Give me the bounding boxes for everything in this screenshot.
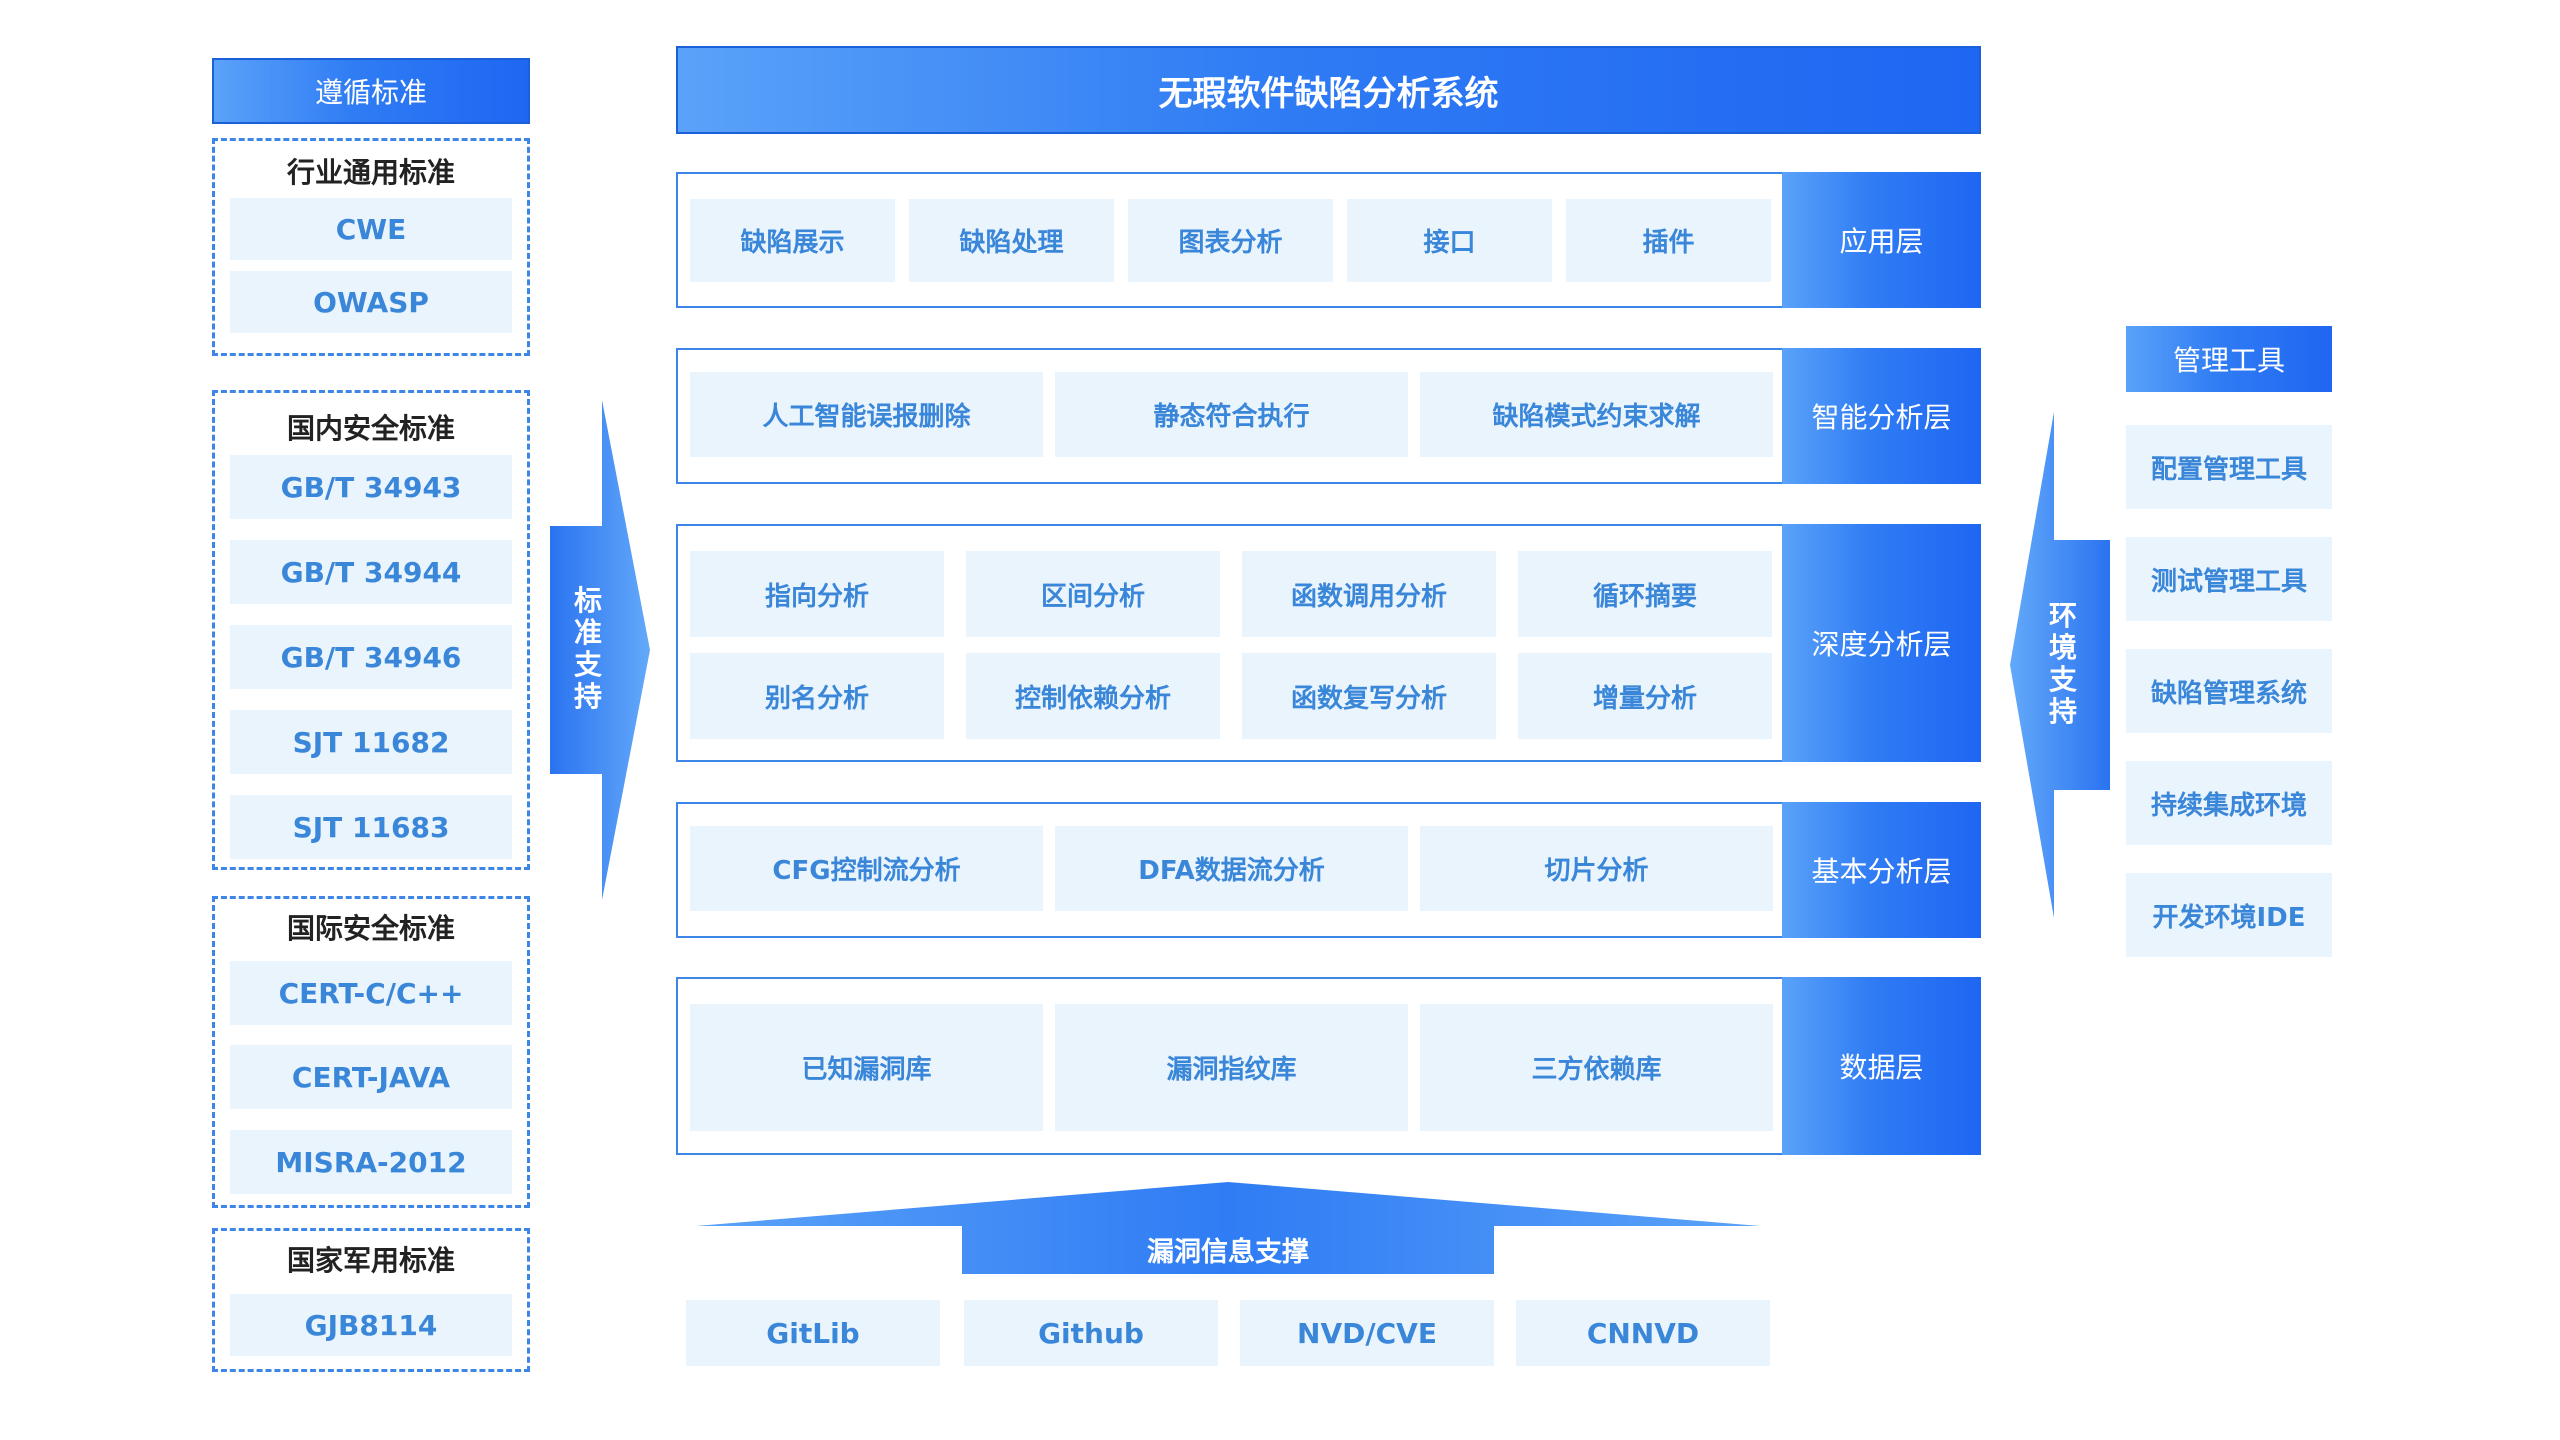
standards-header-label: 遵循标准 <box>314 76 427 109</box>
layer-intelligent-analysis: 人工智能误报删除 静态符合执行 缺陷模式约束求解 智能分析层 <box>676 348 1981 484</box>
arrow-char: 支 <box>2048 663 2077 696</box>
management-tools-header: 管理工具 <box>2126 326 2332 392</box>
layer-item: 三方依赖库 <box>1420 1004 1773 1131</box>
layer-item: 缺陷处理 <box>909 199 1114 282</box>
standard-support-label: 标 准 支 持 <box>563 585 613 713</box>
standard-item-gbt34943: GB/T 34943 <box>230 455 512 519</box>
standard-group-industry: 行业通用标准 CWE OWASP <box>212 138 530 356</box>
tool-config-management: 配置管理工具 <box>2126 425 2332 509</box>
layer-item: 插件 <box>1566 199 1771 282</box>
standard-group-domestic: 国内安全标准 GB/T 34943 GB/T 34944 GB/T 34946 … <box>212 390 530 870</box>
layer-item: 接口 <box>1347 199 1552 282</box>
standard-item-gbt34946: GB/T 34946 <box>230 625 512 689</box>
layer-item: 增量分析 <box>1518 653 1772 739</box>
layer-data: 已知漏洞库 漏洞指纹库 三方依赖库 数据层 <box>676 977 1981 1155</box>
environment-support-label: 环 境 支 持 <box>2038 600 2088 728</box>
arrow-char: 境 <box>2048 631 2077 664</box>
layer-item: 切片分析 <box>1420 826 1773 911</box>
source-nvd-cve: NVD/CVE <box>1240 1300 1494 1366</box>
tool-test-management: 测试管理工具 <box>2126 537 2332 621</box>
system-title-banner: 无瑕软件缺陷分析系统 <box>676 46 1981 134</box>
standard-item-gbt34944: GB/T 34944 <box>230 540 512 604</box>
standard-group-international: 国际安全标准 CERT-C/C++ CERT-JAVA MISRA-2012 <box>212 896 530 1208</box>
layer-label: 数据层 <box>1782 977 1981 1155</box>
layer-basic-analysis: CFG控制流分析 DFA数据流分析 切片分析 基本分析层 <box>676 802 1981 938</box>
page-title: 无瑕软件缺陷分析系统 <box>1158 73 1499 114</box>
layer-item: 区间分析 <box>966 551 1220 637</box>
source-cnnvd: CNNVD <box>1516 1300 1770 1366</box>
layer-item: 图表分析 <box>1128 199 1333 282</box>
source-gitlib: GitLib <box>686 1300 940 1366</box>
layer-deep-analysis: 指向分析 区间分析 函数调用分析 循环摘要 别名分析 控制依赖分析 函数复写分析… <box>676 524 1981 762</box>
standard-item-misra: MISRA-2012 <box>230 1130 512 1194</box>
layer-item: 静态符合执行 <box>1055 372 1408 457</box>
layer-item: DFA数据流分析 <box>1055 826 1408 911</box>
arrow-char: 标 <box>573 584 602 617</box>
tool-continuous-integration: 持续集成环境 <box>2126 761 2332 845</box>
standard-item-cert-java: CERT-JAVA <box>230 1045 512 1109</box>
vulnerability-support-label: 漏洞信息支撑 <box>1147 1236 1309 1268</box>
group-title: 国家军用标准 <box>286 1244 455 1277</box>
arrow-char: 持 <box>573 680 602 713</box>
standard-item-gjb8114: GJB8114 <box>230 1294 512 1356</box>
standard-item-cert-c: CERT-C/C++ <box>230 961 512 1025</box>
layer-item: 函数调用分析 <box>1242 551 1496 637</box>
tool-dev-ide: 开发环境IDE <box>2126 873 2332 957</box>
arrow-char: 准 <box>573 616 602 649</box>
layer-application: 缺陷展示 缺陷处理 图表分析 接口 插件 应用层 <box>676 172 1981 308</box>
vulnerability-support-arrow <box>696 1182 1760 1274</box>
arrow-char: 持 <box>2048 695 2077 728</box>
layer-item: 缺陷展示 <box>690 199 895 282</box>
standard-item-cwe: CWE <box>230 198 512 260</box>
group-title: 行业通用标准 <box>286 156 455 189</box>
layer-item: 已知漏洞库 <box>690 1004 1043 1131</box>
management-tools-header-label: 管理工具 <box>2172 344 2285 377</box>
layer-label: 基本分析层 <box>1782 802 1981 938</box>
tool-defect-management: 缺陷管理系统 <box>2126 649 2332 733</box>
layer-item: 漏洞指纹库 <box>1055 1004 1408 1131</box>
layer-label: 深度分析层 <box>1782 524 1981 762</box>
layer-item: 控制依赖分析 <box>966 653 1220 739</box>
layer-item: 人工智能误报删除 <box>690 372 1043 457</box>
standards-header: 遵循标准 <box>212 58 530 124</box>
standard-item-sjt11683: SJT 11683 <box>230 795 512 859</box>
layer-item: 别名分析 <box>690 653 944 739</box>
arrow-char: 环 <box>2048 599 2077 632</box>
layer-item: 缺陷模式约束求解 <box>1420 372 1773 457</box>
group-title: 国际安全标准 <box>286 912 455 945</box>
layer-item: 循环摘要 <box>1518 551 1772 637</box>
layer-item: 指向分析 <box>690 551 944 637</box>
standard-item-owasp: OWASP <box>230 271 512 333</box>
layer-label: 应用层 <box>1782 172 1981 308</box>
layer-item: CFG控制流分析 <box>690 826 1043 911</box>
arrow-char: 支 <box>573 648 602 681</box>
source-github: Github <box>964 1300 1218 1366</box>
standard-item-sjt11682: SJT 11682 <box>230 710 512 774</box>
environment-support-arrow <box>2010 412 2110 918</box>
layer-label: 智能分析层 <box>1782 348 1981 484</box>
group-title: 国内安全标准 <box>286 412 455 445</box>
standard-group-military: 国家军用标准 GJB8114 <box>212 1228 530 1372</box>
layer-item: 函数复写分析 <box>1242 653 1496 739</box>
standard-support-arrow <box>550 400 650 900</box>
